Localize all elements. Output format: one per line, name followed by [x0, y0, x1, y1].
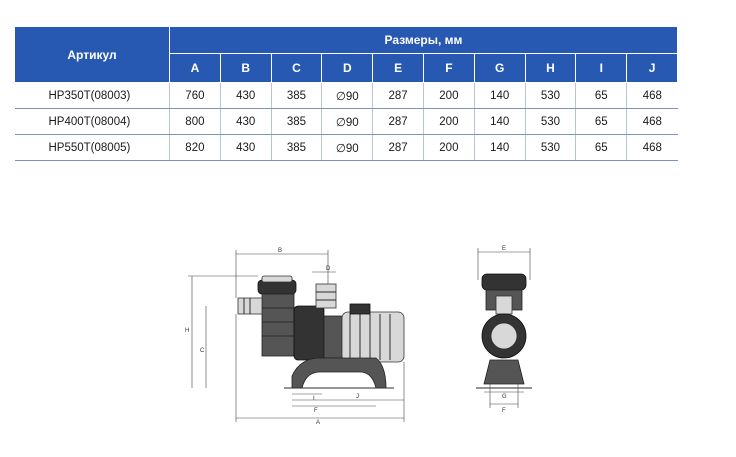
- value-cell: 385: [270, 108, 322, 135]
- column-header: E: [372, 53, 424, 83]
- column-header: J: [626, 53, 678, 83]
- basket-lid-top: [261, 275, 293, 283]
- value-cell: ∅90: [321, 108, 373, 135]
- dim-label-d: D: [326, 266, 331, 272]
- table-row: HP350T(08003) 760 430 385 ∅90 287 200 14…: [14, 82, 678, 109]
- column-header: G: [473, 53, 526, 83]
- column-header: A: [169, 53, 221, 83]
- value-cell: ∅90: [321, 134, 373, 161]
- motor-flange: [323, 315, 343, 359]
- front-base: [483, 359, 525, 385]
- pump-dimension-drawings: B H C D I F J A E G F: [185, 246, 532, 426]
- value-cell: 65: [575, 108, 627, 135]
- value-cell: 820: [169, 134, 221, 161]
- dim-label-a: A: [316, 420, 320, 426]
- value-cell: 140: [473, 82, 526, 109]
- value-cell: 530: [524, 134, 576, 161]
- value-cell: 200: [422, 108, 475, 135]
- value-cell: 200: [422, 82, 475, 109]
- value-cell: 140: [473, 108, 526, 135]
- dim-label-g: G: [502, 394, 507, 400]
- value-cell: 140: [473, 134, 526, 161]
- value-cell: 200: [422, 134, 475, 161]
- pump-front-view: E G F: [476, 246, 532, 414]
- column-header: F: [422, 53, 475, 83]
- value-cell: 760: [169, 82, 221, 109]
- value-cell: 287: [372, 134, 424, 161]
- value-cell: 468: [626, 108, 678, 135]
- front-lid: [481, 273, 527, 291]
- value-cell: 65: [575, 134, 627, 161]
- dim-label-c: C: [200, 348, 205, 354]
- front-motor-end: [490, 322, 518, 350]
- dimensions-header: Размеры, мм: [169, 26, 678, 54]
- value-cell: 530: [524, 108, 576, 135]
- column-header: H: [524, 53, 577, 83]
- table-row: HP550T(08005) 820 430 385 ∅90 287 200 14…: [14, 134, 678, 161]
- value-cell: 287: [372, 108, 424, 135]
- column-header: D: [321, 53, 374, 83]
- pump-volute: [293, 305, 325, 361]
- value-cell: 430: [219, 108, 272, 135]
- pump-base: [291, 357, 387, 389]
- basket-housing: [261, 293, 295, 357]
- outlet-port: [315, 283, 337, 309]
- dim-label-h: H: [185, 328, 189, 334]
- article-header: Артикул: [14, 26, 170, 83]
- value-cell: 385: [270, 82, 322, 109]
- value-cell: 800: [169, 108, 221, 135]
- pump-side-view: B H C D I F J A: [185, 248, 405, 426]
- terminal-box: [349, 303, 371, 315]
- value-cell: 530: [524, 82, 576, 109]
- value-cell: 65: [575, 82, 627, 109]
- model-cell: HP550T(08005): [14, 134, 170, 161]
- motor-body: [341, 311, 405, 363]
- value-cell: 430: [219, 82, 272, 109]
- column-header: I: [575, 53, 628, 83]
- value-cell: 385: [270, 134, 322, 161]
- value-cell: ∅90: [321, 82, 373, 109]
- value-cell: 468: [626, 134, 678, 161]
- value-cell: 430: [219, 134, 272, 161]
- table-header-row: Артикул Размеры, мм: [14, 26, 678, 83]
- value-cell: 468: [626, 82, 678, 109]
- dim-label-j: J: [356, 394, 359, 400]
- column-header-row: A B C D E F G H I J: [15, 53, 678, 83]
- dim-label-b: B: [278, 248, 282, 254]
- dim-label-e: E: [502, 246, 506, 252]
- column-header: C: [270, 53, 323, 83]
- table-row: HP400T(08004) 800 430 385 ∅90 287 200 14…: [14, 108, 678, 135]
- column-header: B: [219, 53, 272, 83]
- dim-label-f-front: F: [502, 408, 506, 414]
- model-cell: HP350T(08003): [14, 82, 170, 109]
- front-outlet: [495, 295, 513, 315]
- dim-label-i: I: [313, 396, 315, 402]
- model-cell: HP400T(08004): [14, 108, 170, 135]
- value-cell: 287: [372, 82, 424, 109]
- dim-label-f: F: [314, 408, 318, 414]
- dimensions-table: Артикул Размеры, мм A B C D E F G H I J …: [14, 26, 678, 161]
